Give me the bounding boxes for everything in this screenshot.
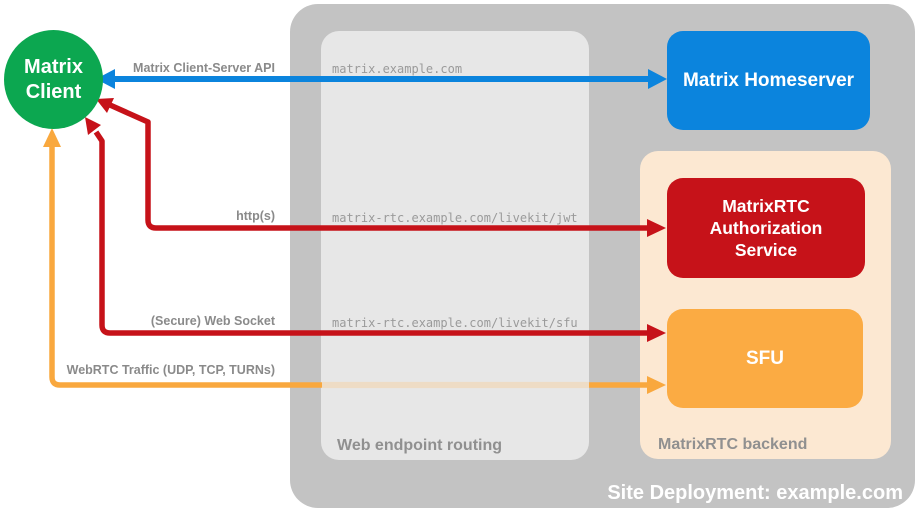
matrix-homeserver-node: Matrix Homeserver xyxy=(667,31,870,130)
matrix-client-node: Matrix Client xyxy=(4,30,103,129)
endpoint-matrix-example: matrix.example.com xyxy=(332,62,463,76)
web-endpoint-routing-container xyxy=(321,31,589,460)
label-webrtc-traffic: WebRTC Traffic (UDP, TCP, TURNs) xyxy=(66,363,275,377)
matrix-homeserver-label: Matrix Homeserver xyxy=(682,69,855,91)
matrixrtc-auth-service-node: MatrixRTC Authorization Service xyxy=(667,178,865,278)
label-https: http(s) xyxy=(236,209,275,223)
web-endpoint-routing-caption: Web endpoint routing xyxy=(337,437,503,454)
endpoint-livekit-sfu: matrix-rtc.example.com/livekit/sfu xyxy=(332,316,578,330)
label-websocket: (Secure) Web Socket xyxy=(150,314,275,328)
endpoint-livekit-jwt: matrix-rtc.example.com/livekit/jwt xyxy=(332,211,578,225)
label-client-server-api: Matrix Client-Server API xyxy=(133,61,275,75)
site-deployment-caption: Site Deployment: example.com xyxy=(607,482,903,504)
matrix-client-label: Matrix Client xyxy=(24,55,83,103)
sfu-node: SFU xyxy=(667,309,863,408)
matrixrtc-auth-service-label: MatrixRTC Authorization Service xyxy=(709,196,823,260)
sfu-label: SFU xyxy=(746,347,784,369)
matrixrtc-backend-caption: MatrixRTC backend xyxy=(658,436,808,453)
